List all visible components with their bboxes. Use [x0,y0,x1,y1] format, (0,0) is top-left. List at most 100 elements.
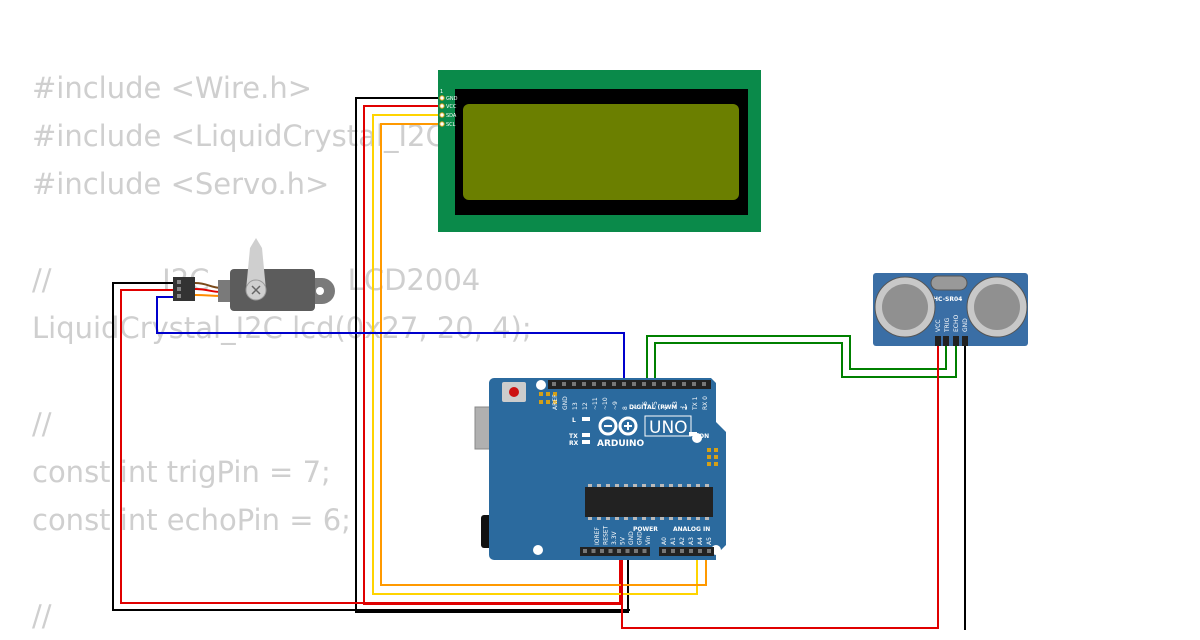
chip-leg [687,484,691,487]
header-pin-hole[interactable] [617,549,621,553]
digital-pin-label: 2 [682,406,689,410]
header-pin-hole[interactable] [632,382,636,386]
header-pin-hole[interactable] [608,549,613,553]
code-line: const int trigPin = 7; [32,455,331,489]
power-label: POWER [633,526,658,533]
code-line: // [32,599,52,633]
led-on [689,432,697,436]
header-pin-hole[interactable] [592,382,596,386]
header-pin-hole[interactable] [692,382,696,386]
code-line: const int echoPin = 6; [32,503,351,537]
header-pin-hole[interactable] [698,549,702,553]
servo-mount-tab [218,280,232,302]
header-pin-hole[interactable] [702,382,706,386]
digital-pin-label: ~10 [602,397,609,410]
header-pin-hole[interactable] [572,382,576,386]
header-pin-hole[interactable] [582,382,586,386]
chip-leg [624,517,628,520]
header-pin-hole[interactable] [682,382,686,386]
ultrasonic-sensor[interactable]: HC-SR04 VCC TRIG ECHO GND [873,273,1028,346]
arduino-logo-symbols [604,422,632,430]
chip-leg [642,517,646,520]
wires [112,97,966,630]
chip-leg [696,484,700,487]
analog-header[interactable] [659,547,714,556]
lcd-pin1-label: 1 [440,89,443,95]
header-pin-hole[interactable] [602,382,606,386]
wire-lcd-scl[interactable] [380,123,707,586]
icsp-header [539,392,557,404]
header-pin-hole[interactable] [707,549,711,553]
header-pin-hole[interactable] [622,382,626,386]
header-pin-hole[interactable] [689,549,693,553]
wire-servo-vcc[interactable] [120,289,622,604]
sensor-pin-gnd[interactable] [962,336,968,346]
wire-servo-gnd[interactable] [112,282,630,611]
header-pin-hole[interactable] [591,549,596,553]
lcd-pin-gnd[interactable] [439,95,445,101]
lcd-screen [463,104,739,200]
sensor-pin-echo[interactable] [953,336,959,346]
digital-header[interactable] [548,380,711,389]
chip-leg [696,517,700,520]
lcd-pin-sda[interactable] [439,112,445,118]
header-pin-hole[interactable] [671,549,675,553]
sensor-pin-trig[interactable] [943,336,949,346]
uno-box [644,415,692,437]
reset-button[interactable] [509,387,519,397]
sensor-transmitter-mesh [882,284,928,330]
header-pin-hole[interactable] [662,382,666,386]
analog-pin-label: A0 [661,537,668,545]
power-pin-label: 3.3V [611,530,618,545]
header-pin-hole[interactable] [552,382,556,386]
led-on-label: ON [699,433,709,440]
sensor-pin-vcc[interactable] [935,336,941,346]
wire-lcd-sda[interactable] [372,114,698,595]
chip-leg [669,484,673,487]
header-pin-hole[interactable] [652,382,656,386]
header-pin-hole[interactable] [583,549,587,553]
wire-lcd-gnd[interactable] [355,97,629,613]
header-pin-hole[interactable] [680,549,684,553]
chip-leg [615,517,619,520]
chip-leg [633,484,637,487]
header-pin-hole[interactable] [642,382,646,386]
digital-pin-label: RX 0 [702,396,709,410]
header-pin-hole[interactable] [642,549,647,553]
header-pin-hole[interactable] [672,382,676,386]
lcd-module[interactable]: 1 GND VCC SDA SCL [438,70,761,232]
lcd-pin-label: SDA [446,113,457,119]
header-pin-hole[interactable] [600,549,604,553]
lcd-pin-vcc[interactable] [439,103,445,109]
digital-pin-label: ~11 [592,397,599,410]
wire-sensor-vcc[interactable] [621,345,939,629]
chip-leg [606,517,610,520]
power-header[interactable] [580,547,650,556]
chip-leg [705,517,709,520]
servo-connector-pin [177,287,181,291]
analog-pin-label: A3 [688,537,695,545]
header-pin-hole[interactable] [662,549,666,553]
chip-leg [597,517,601,520]
digital-pin-label: 12 [582,402,589,410]
lcd-pin-scl[interactable] [439,121,445,127]
sensor-pin-label: VCC [935,320,942,332]
lcd-pin-label: GND [446,96,458,102]
servo-motor[interactable] [173,238,335,311]
wire-servo-signal[interactable] [156,296,625,383]
wire-sensor-trig[interactable] [646,335,947,383]
header-pin-hole[interactable] [634,549,638,553]
digital-pin-label: 7 [632,406,639,410]
wire-sensor-echo[interactable] [654,342,957,383]
digital-pin-label: TX 1 [692,396,699,411]
sensor-label: HC-SR04 [933,296,962,303]
sensor-pin-label: ECHO [953,315,960,332]
header-pin-hole[interactable] [612,382,616,386]
header-pin-hole[interactable] [625,549,630,553]
header-pin-hole[interactable] [562,382,566,386]
servo-connector-pin [177,294,181,298]
mount-hole [536,380,546,390]
